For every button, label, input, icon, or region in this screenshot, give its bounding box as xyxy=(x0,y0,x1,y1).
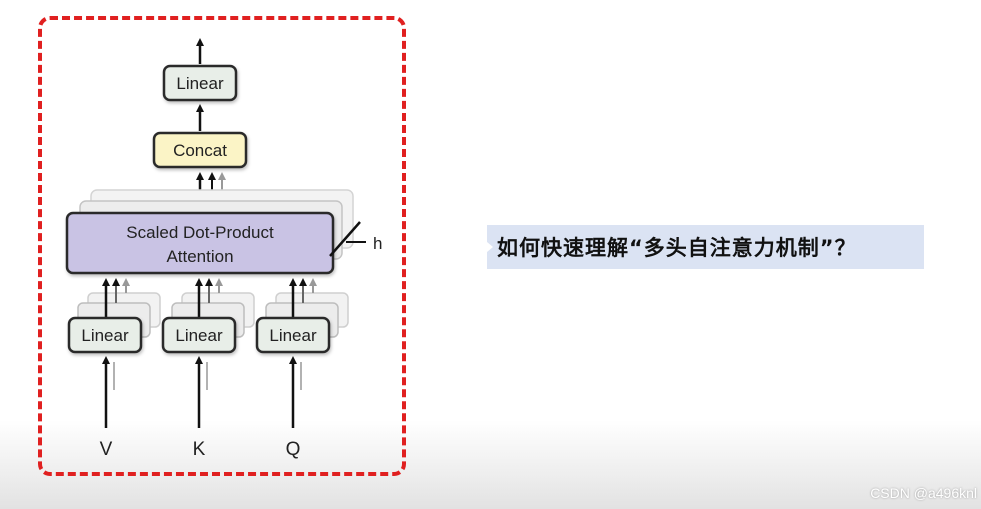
attention-label-line2: Attention xyxy=(166,247,233,266)
input-linear-q-label: Linear xyxy=(269,326,317,345)
heads-label: h xyxy=(373,234,382,253)
input-linear-v-label: Linear xyxy=(81,326,129,345)
watermark: CSDN @a496knl xyxy=(870,485,977,501)
input-v-label: V xyxy=(100,439,113,460)
caption-banner: 如何快速理解“多头自注意力机制”？ xyxy=(487,225,924,269)
dashed-frame xyxy=(38,16,406,476)
input-column-q: Linear Q xyxy=(255,278,349,460)
concat-block: Concat xyxy=(152,131,248,169)
input-column-k: Linear K xyxy=(161,278,255,460)
input-k-label: K xyxy=(193,439,206,460)
output-linear-block: Linear xyxy=(162,64,238,102)
caption-marker-icon xyxy=(487,242,493,252)
concat-label: Concat xyxy=(173,141,227,160)
input-linear-k-label: Linear xyxy=(175,326,223,345)
caption-text: 如何快速理解“多头自注意力机制”？ xyxy=(497,236,857,260)
input-q-label: Q xyxy=(286,439,301,460)
attention-block: Scaled Dot-Product Attention xyxy=(65,211,335,275)
heads-bracket xyxy=(329,221,361,257)
multi-head-attention-diagram: Linear Concat Scaled Dot-Product Attenti… xyxy=(65,38,382,460)
attention-label-line1: Scaled Dot-Product xyxy=(126,223,274,242)
input-column-v: Linear V xyxy=(67,278,161,460)
output-linear-label: Linear xyxy=(176,74,224,93)
